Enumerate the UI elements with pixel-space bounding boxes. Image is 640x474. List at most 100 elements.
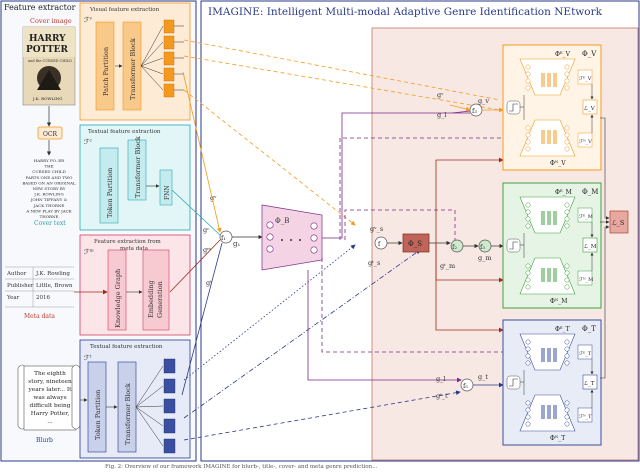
svg-text:g_l: g_l xyxy=(436,375,446,383)
module-phi-t: Φ_TΦᴱ_TΦᴺ_Tℱᴱ_Tℱᴺ_Tℒ_T xyxy=(502,319,602,446)
edge-phis-phim xyxy=(435,243,504,283)
svg-text:Φᴺ_M: Φᴺ_M xyxy=(550,298,567,305)
meta-key: Author xyxy=(6,271,27,277)
svg-text:POTTER: POTTER xyxy=(26,45,69,55)
svg-text:Textual feature extraction: Textual feature extraction xyxy=(90,344,163,350)
cover-text-label: Cover text xyxy=(34,220,66,227)
svg-text:Textual feature extraction: Textual feature extraction xyxy=(88,129,161,135)
svg-text:ℒ_M: ℒ_M xyxy=(584,243,597,250)
edge-gc-f1 xyxy=(171,189,221,236)
blurb-line: Harry Potter, xyxy=(31,411,70,417)
meta-value: 2016 xyxy=(36,295,50,301)
svg-text:f₃: f₃ xyxy=(480,243,485,251)
svg-text:ℱᵛ: ℱᵛ xyxy=(84,16,93,24)
svg-text:Φᴺ_T: Φᴺ_T xyxy=(550,435,565,442)
figure-caption: Fig. 2: Overview of our framework IMAGIN… xyxy=(105,464,378,470)
blurb-line: ... xyxy=(47,419,53,425)
svg-text:ℒ_S: ℒ_S xyxy=(612,219,624,227)
edge-gv-f1 xyxy=(182,71,222,233)
svg-text:g_l: g_l xyxy=(437,111,447,119)
cover-text-line: J.K. ROWLING xyxy=(33,192,63,197)
svg-text:ℱᴱ_T: ℱᴱ_T xyxy=(579,351,592,357)
svg-text:ℱᴺ_V: ℱᴺ_V xyxy=(579,139,592,145)
cover-text-line: HARRY PO..ER xyxy=(34,158,65,163)
svg-text:and the CURSED CHILD: and the CURSED CHILD xyxy=(28,59,72,63)
svg-text:gᵛ: gᵛ xyxy=(437,91,444,99)
cover-text-line: JACK THORNE xyxy=(33,203,65,208)
svg-text:g_v: g_v xyxy=(478,97,489,105)
svg-text:ℱᵐ: ℱᵐ xyxy=(84,248,95,256)
edge-phib-dashed-bottom xyxy=(321,258,510,353)
blurb-line: difficult being xyxy=(30,403,71,409)
svg-text:Token Partition: Token Partition xyxy=(94,390,102,440)
phi-b-neurons xyxy=(266,221,318,254)
svg-text:ℱᴺ_T: ℱᴺ_T xyxy=(579,414,592,420)
feature-extractor-title: Feature extractor xyxy=(4,3,76,12)
ellipsis-dot xyxy=(299,239,301,241)
cover-text-line: PARTS ONE AND TWO xyxy=(26,175,73,180)
phi-b-neuron xyxy=(266,245,274,253)
svg-text:Φᴱ_M: Φᴱ_M xyxy=(555,189,572,196)
cover-text-line: CURSED CHILD xyxy=(32,169,66,174)
blurb-token xyxy=(163,418,176,434)
phi-b-neuron xyxy=(310,222,318,230)
svg-text:f₂: f₂ xyxy=(452,243,457,251)
ocr-box xyxy=(37,126,63,140)
svg-text:ℱᴱ_V: ℱᴱ_V xyxy=(579,76,592,82)
svg-text:Φᴱ_V: Φᴱ_V xyxy=(555,51,571,58)
edge-phib-gl xyxy=(322,112,470,239)
visual-token xyxy=(163,35,175,50)
edge-blurb-dotted xyxy=(183,244,356,381)
svg-text:Visual feature extraction: Visual feature extraction xyxy=(89,7,160,13)
svg-text:g₁: g₁ xyxy=(233,240,240,248)
phi-b-neuron xyxy=(266,233,274,241)
cover-text-line: A NEW PLAY BY JACK xyxy=(25,208,72,213)
svg-text:gᵗ_m: gᵗ_m xyxy=(440,262,455,270)
cover-text-line: THORNE xyxy=(40,214,59,219)
meta-data-label: Meta data xyxy=(24,313,55,320)
blurb-token xyxy=(163,438,176,454)
svg-text:gᵛ_s: gᵛ_s xyxy=(370,225,383,233)
svg-text:Φᴺ_V: Φᴺ_V xyxy=(550,160,566,167)
edge-phib-dashed-mid xyxy=(344,209,456,240)
fs-node xyxy=(374,236,388,250)
svg-text:J.K. ROWLING: J.K. ROWLING xyxy=(32,96,62,101)
svg-text:f₃: f₃ xyxy=(472,107,477,115)
svg-text:f₁: f₁ xyxy=(221,234,226,242)
svg-text:gᵗ_s: gᵗ_s xyxy=(368,259,380,267)
svg-text:FNN: FNN xyxy=(164,185,171,200)
blurb-token xyxy=(163,398,176,414)
blurb-line: The eighth xyxy=(34,371,66,377)
svg-text:gᶜ: gᶜ xyxy=(203,226,210,234)
svg-text:ℒ_V: ℒ_V xyxy=(584,105,596,112)
cover-text-line: THE xyxy=(44,164,53,169)
blurb-line: was always xyxy=(33,395,66,401)
loss-s-box xyxy=(609,210,629,234)
ellipsis-dot xyxy=(290,239,292,241)
visual-token xyxy=(163,67,175,82)
ellipsis-dot xyxy=(281,239,283,241)
svg-text:Φ_V: Φ_V xyxy=(582,50,597,58)
cover-image: HARRY POTTER and the CURSED CHILD J.K. R… xyxy=(22,26,76,106)
svg-text:ℱᴺ_M: ℱᴺ_M xyxy=(579,277,593,283)
svg-text:gᵗ_t: gᵗ_t xyxy=(436,392,448,400)
blurb-token xyxy=(163,358,176,374)
svg-text:meta data: meta data xyxy=(120,246,149,252)
svg-text:gᵛ: gᵛ xyxy=(210,194,217,202)
blurb-label: Blurb xyxy=(36,437,53,444)
svg-text:ℱᶜ: ℱᶜ xyxy=(84,138,93,146)
edge-gm-f1 xyxy=(169,239,221,293)
svg-text:gᵗ: gᵗ xyxy=(206,279,212,287)
meta-value: J.K. Rowling xyxy=(35,271,70,277)
ocr-label: OCR xyxy=(43,131,58,138)
svg-text:Φ_S: Φ_S xyxy=(408,240,422,248)
svg-text:Φ_M: Φ_M xyxy=(582,188,598,196)
cover-text-line: JOHN TIFFANY & xyxy=(30,197,68,202)
svg-text:Feature extraction from: Feature extraction from xyxy=(94,239,162,245)
visual-token xyxy=(163,19,175,34)
phi-b-neuron xyxy=(266,221,274,229)
meta-key: Publisher xyxy=(7,283,34,289)
